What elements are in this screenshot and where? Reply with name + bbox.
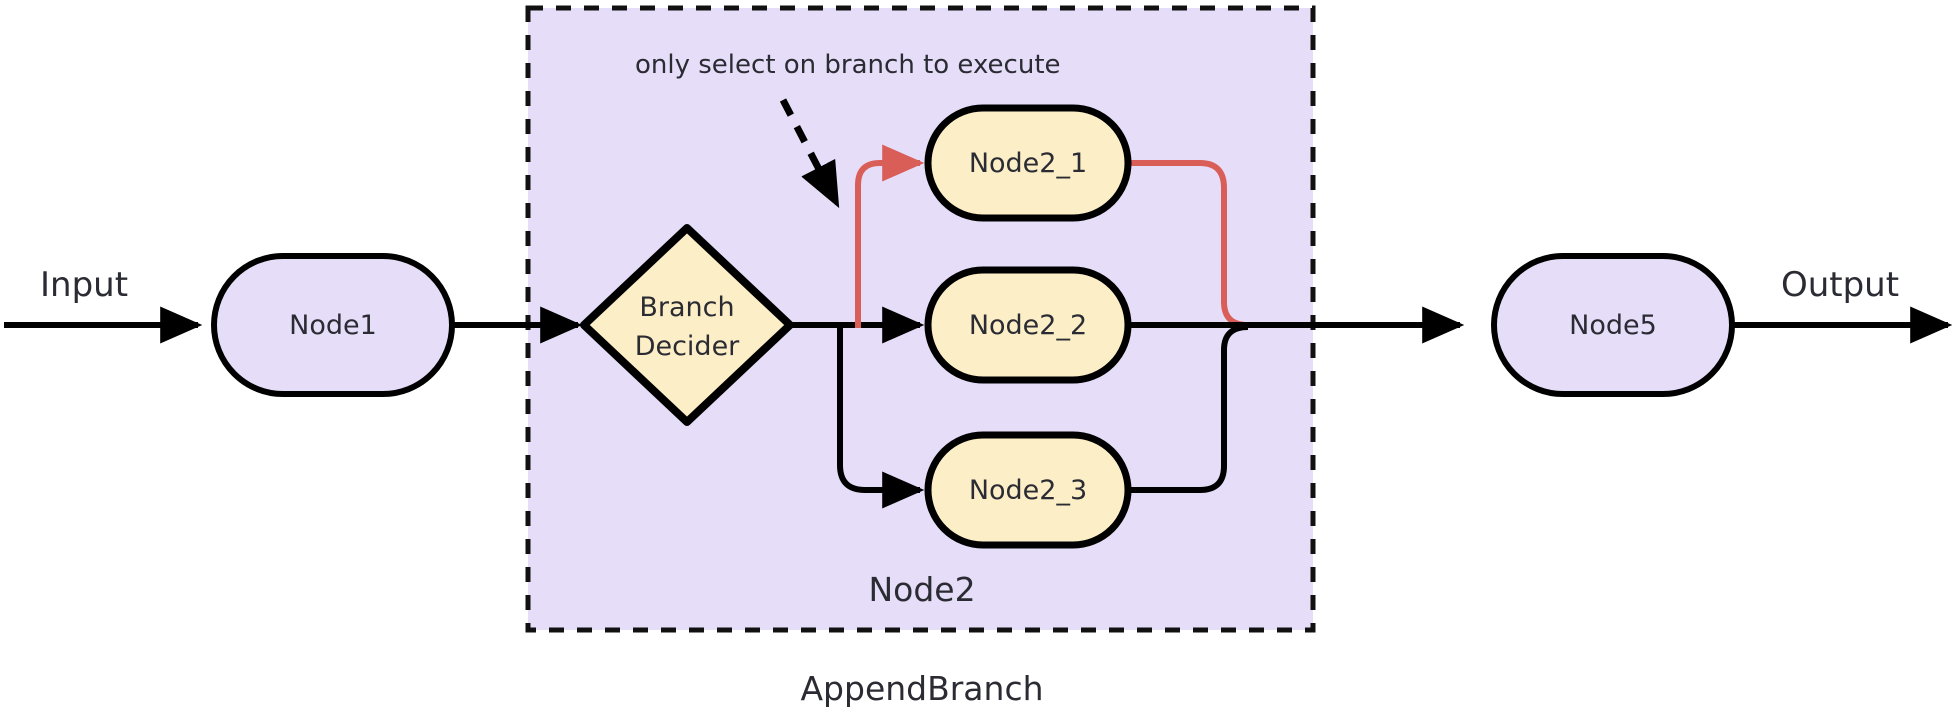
append-branch-title: AppendBranch bbox=[800, 669, 1043, 708]
edge-node2_3-to-merge bbox=[1128, 324, 1249, 493]
annotation-pointer-arrow bbox=[779, 98, 840, 209]
node-node2_2[interactable]: Node2_2 bbox=[924, 266, 1132, 384]
node-branch-decider[interactable]: Branch Decider bbox=[580, 224, 794, 426]
node-branch-decider-label-line1: Branch bbox=[639, 292, 734, 323]
node-node2_3-label: Node2_3 bbox=[969, 475, 1087, 506]
node-node1-shape bbox=[211, 253, 455, 397]
node2-group-label: Node2 bbox=[868, 570, 975, 609]
edge-decider-to-node2_1-highlight bbox=[855, 144, 925, 328]
node-node2_3[interactable]: Node2_3 bbox=[924, 431, 1132, 549]
node-branch-decider-shape bbox=[580, 224, 794, 426]
node-node5-label: Node5 bbox=[1569, 310, 1657, 341]
node-node2_1-label: Node2_1 bbox=[969, 148, 1087, 179]
branch-annotation-label: only select on branch to execute bbox=[635, 50, 1061, 80]
node-node2_3-shape bbox=[924, 431, 1132, 549]
node-node2_2-shape bbox=[924, 266, 1132, 384]
node-node5[interactable]: Node5 bbox=[1491, 253, 1735, 397]
node-branch-decider-label-line2: Decider bbox=[635, 331, 740, 362]
node-node2_2-label: Node2_2 bbox=[969, 310, 1087, 341]
node-node1[interactable]: Node1 bbox=[211, 253, 455, 397]
node-node2_1[interactable]: Node2_1 bbox=[924, 104, 1132, 222]
input-label: Input bbox=[40, 265, 128, 305]
edge-decider-to-node2_3 bbox=[837, 325, 925, 509]
node-node2_1-shape bbox=[924, 104, 1132, 222]
output-label: Output bbox=[1781, 265, 1899, 305]
node-node5-shape bbox=[1491, 253, 1735, 397]
node-node1-label: Node1 bbox=[289, 310, 377, 341]
